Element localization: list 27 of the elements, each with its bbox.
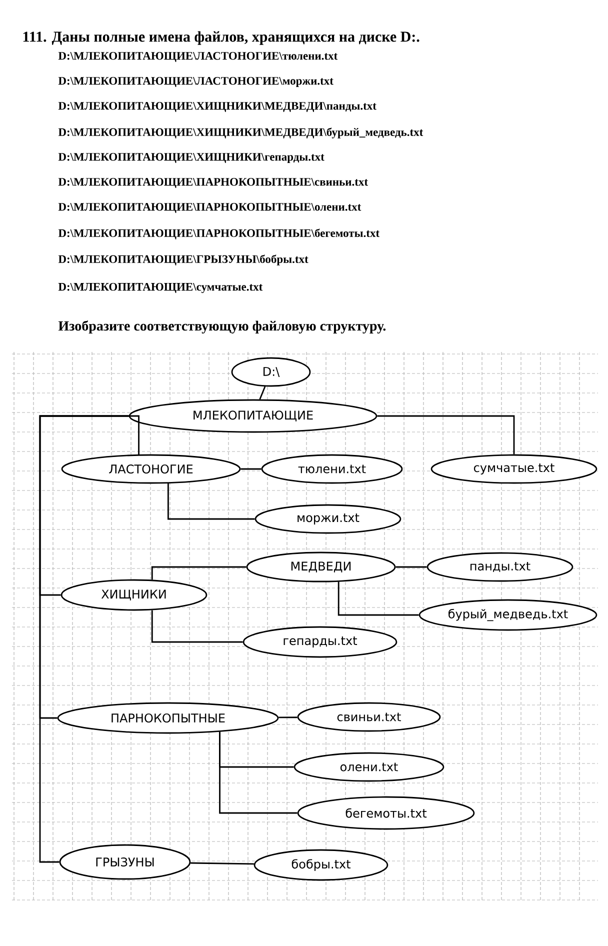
connector-line (219, 732, 298, 814)
file-path: D:\МЛЕКОПИТАЮЩИЕ\ХИЩНИКИ\гепарды.txt (58, 152, 324, 164)
file-path: D:\МЛЕКОПИТАЮЩИЕ\ЛАСТОНОГИЕ\моржи.txt (58, 76, 334, 88)
connector-line (151, 610, 243, 643)
connector-line (396, 566, 427, 568)
file-path: D:\МЛЕКОПИТАЮЩИЕ\ПАРНОКОПЫТНЫЕ\свиньи.txt (58, 178, 368, 188)
connector-line (128, 415, 140, 454)
connector-line (278, 716, 298, 718)
title: 111. Даны полные имена файлов, хранящихся на диске D:. (23, 31, 420, 45)
connector-line (151, 566, 246, 580)
file-path: D:\МЛЕКОПИТАЮЩИЕ\ЛАСТОНОГИЕ\тюлени.txt (58, 52, 338, 62)
connector-line (240, 468, 262, 470)
file-path: D:\МЛЕКОПИТАЮЩИЕ\ПАРНОКОПЫТНЫЕ\олени.txt (58, 202, 362, 214)
connector-line (168, 483, 255, 520)
file-path: D:\МЛЕКОПИТАЮЩИЕ\ХИЩНИКИ\МЕДВЕДИ\панды.txt (58, 102, 376, 112)
node-label: бурый_медведь.txt (448, 608, 568, 622)
connector-line (259, 386, 266, 400)
connector-line (377, 415, 515, 454)
file-path: D:\МЛЕКОПИТАЮЩИЕ\ГРЫЗУНЫ\бобры.txt (58, 254, 308, 266)
connector-line (338, 582, 419, 616)
file-path: D:\МЛЕКОПИТАЮЩИЕ\ХИЩНИКИ\МЕДВЕДИ\бурый_медведь.txt (58, 128, 424, 138)
node-label: сумчатые.txt (474, 464, 554, 474)
file-path: D:\МЛЕКОПИТАЮЩИЕ\ПАРНОКОПЫТНЫЕ\бегемоты.txt (58, 228, 380, 240)
file-path: D:\МЛЕКОПИТАЮЩИЕ\сумчатые.txt (58, 282, 263, 294)
connector-line (39, 415, 129, 863)
instruction: Изобразите соответствующую файловую структуру. (58, 320, 386, 334)
connector-line (190, 862, 254, 865)
